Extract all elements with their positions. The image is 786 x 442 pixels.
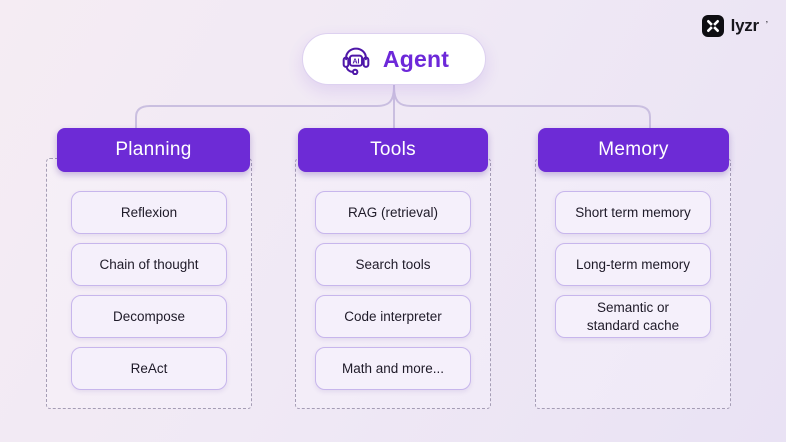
node-item-label: Chain of thought xyxy=(99,256,199,272)
node-item: Decompose xyxy=(71,295,227,338)
column-header-tools: Tools xyxy=(298,128,488,172)
node-item: Long-term memory xyxy=(555,243,711,286)
node-item: RAG (retrieval) xyxy=(315,191,471,234)
node-item-label: Reflexion xyxy=(120,204,178,220)
node-item-label: ReAct xyxy=(130,360,168,376)
brand-lyzr: lyzr ’ xyxy=(701,15,768,37)
ai-headset-icon: AI xyxy=(342,47,370,75)
column-title: Tools xyxy=(370,139,416,160)
node-item-label: Decompose xyxy=(112,308,186,324)
node-item-label: Code interpreter xyxy=(344,308,442,324)
node-item: Math and more... xyxy=(315,347,471,390)
node-item: Semantic or standard cache xyxy=(555,295,711,339)
node-item: Code interpreter xyxy=(315,295,471,338)
brand-trademark-tick: ’ xyxy=(765,20,768,31)
lyzr-logo-icon xyxy=(701,15,724,37)
node-item-label: Math and more... xyxy=(341,360,445,376)
agent-node: AI Agent xyxy=(302,33,486,85)
column-header-planning: Planning xyxy=(57,128,250,172)
column-title: Planning xyxy=(115,139,192,160)
node-item-label: Semantic or standard cache xyxy=(586,300,680,333)
node-item: Short term memory xyxy=(555,191,711,234)
node-item-label: RAG (retrieval) xyxy=(347,204,438,220)
node-item: Reflexion xyxy=(71,191,227,234)
node-item: Chain of thought xyxy=(71,243,227,286)
column-header-memory: Memory xyxy=(538,128,729,172)
node-item-label: Search tools xyxy=(355,256,431,272)
svg-text:AI: AI xyxy=(352,58,359,65)
node-item: ReAct xyxy=(71,347,227,390)
node-item: Search tools xyxy=(315,243,471,286)
agent-label: Agent xyxy=(382,45,450,72)
node-item-label: Short term memory xyxy=(575,204,691,220)
node-item-label: Long-term memory xyxy=(575,256,691,272)
brand-name: lyzr xyxy=(730,16,759,35)
column-title: Memory xyxy=(598,139,669,160)
